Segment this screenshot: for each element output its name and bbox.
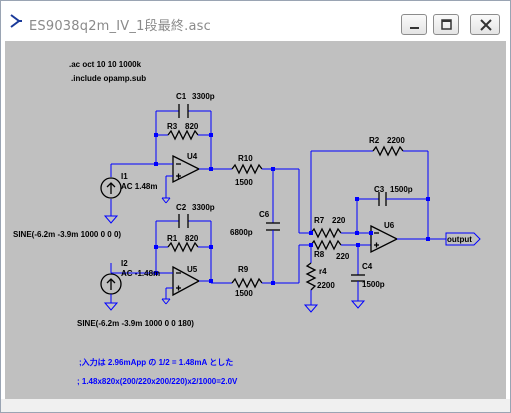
i1-source: SINE(-6.2m -3.9m 1000 0 0 0) <box>13 230 121 239</box>
c4-value: 1500p <box>362 280 385 289</box>
opamp-u4[interactable] <box>172 154 211 184</box>
capacitor-c4[interactable] <box>350 245 366 309</box>
r2-value: 2200 <box>387 136 405 145</box>
feedback-r3[interactable] <box>156 129 211 141</box>
i2-value: AC -1.48m <box>121 269 160 278</box>
c3-label: C3 <box>374 185 385 194</box>
r8-value: 220 <box>336 252 350 261</box>
capacitor-c6[interactable] <box>266 169 280 283</box>
ac-directive[interactable]: .ac oct 10 10 1000k <box>69 60 142 69</box>
output-netlabel[interactable]: output <box>445 232 481 246</box>
window-title: ES9038q2m_IV_1段最終.asc <box>29 19 211 34</box>
feedback-c2[interactable] <box>156 214 211 228</box>
c6-label: C6 <box>259 210 270 219</box>
feedback-c1[interactable] <box>156 104 211 118</box>
comment-line-2[interactable]: ; 1.48x820x(200/220x200/220)x2/1000=2.0V <box>77 377 238 386</box>
c3-value: 1500p <box>390 185 413 194</box>
r9-value: 1500 <box>235 289 253 298</box>
title-bar[interactable]: ES9038q2m_IV_1段最終.asc <box>1 1 510 41</box>
r10-label: R10 <box>238 154 253 163</box>
feedback-r2[interactable] <box>311 145 428 157</box>
resistor-r7[interactable] <box>310 227 371 239</box>
r8-label: R8 <box>314 250 325 259</box>
close-button[interactable] <box>470 14 500 35</box>
c1-label: C1 <box>176 92 187 101</box>
schematic-drawing: .ac oct 10 10 1000k .include opamp.sub C… <box>13 60 481 386</box>
u6-label: U6 <box>384 221 395 230</box>
feedback-r1[interactable] <box>156 241 211 253</box>
resistor-r4[interactable] <box>303 245 319 313</box>
maximize-button[interactable] <box>433 14 459 35</box>
i1-value: AC 1.48m <box>121 182 157 191</box>
i1-label: I1 <box>121 172 128 181</box>
maximize-icon <box>441 19 452 30</box>
c2-label: C2 <box>176 203 187 212</box>
r4-value: 2200 <box>317 281 335 290</box>
output-label: output <box>447 235 472 244</box>
r3-label: R3 <box>167 122 178 131</box>
r1-label: R1 <box>167 234 178 243</box>
c6-value: 6800p <box>230 228 253 237</box>
resistor-r10[interactable] <box>211 163 299 175</box>
r7-value: 220 <box>332 216 346 225</box>
ltspice-app-icon <box>10 14 22 28</box>
r7-label: R7 <box>314 216 325 225</box>
u4-label: U4 <box>187 152 198 161</box>
opamp-u6[interactable] <box>370 224 446 254</box>
schematic-canvas[interactable]: .ac oct 10 10 1000k .include opamp.sub C… <box>5 41 506 399</box>
c1-value: 3300p <box>192 92 215 101</box>
current-source-i2[interactable] <box>100 263 122 311</box>
resistor-r8[interactable] <box>310 239 371 251</box>
include-directive[interactable]: .include opamp.sub <box>71 74 146 83</box>
c4-label: C4 <box>362 262 373 271</box>
i2-source: SINE(-6.2m -3.9m 1000 0 0 180) <box>77 319 194 328</box>
comment-line-1[interactable]: ;入力は 2.96mApp の 1/2 = 1.48mA とした <box>79 357 233 367</box>
current-source-i1[interactable] <box>100 164 122 224</box>
r4-label: r4 <box>319 267 327 276</box>
minimize-button[interactable] <box>401 14 427 35</box>
close-icon <box>480 19 492 31</box>
minimize-icon <box>410 27 419 29</box>
u5-label: U5 <box>187 265 198 274</box>
r9-label: R9 <box>238 265 249 274</box>
i2-label: I2 <box>121 259 128 268</box>
r1-value: 820 <box>185 234 199 243</box>
feedback-c3[interactable] <box>357 192 428 206</box>
r10-value: 1500 <box>235 178 253 187</box>
c2-value: 3300p <box>192 203 215 212</box>
r2-label: R2 <box>369 136 380 145</box>
window-bottom-border <box>1 399 510 412</box>
r3-value: 820 <box>185 122 199 131</box>
resistor-r9[interactable] <box>211 277 299 289</box>
